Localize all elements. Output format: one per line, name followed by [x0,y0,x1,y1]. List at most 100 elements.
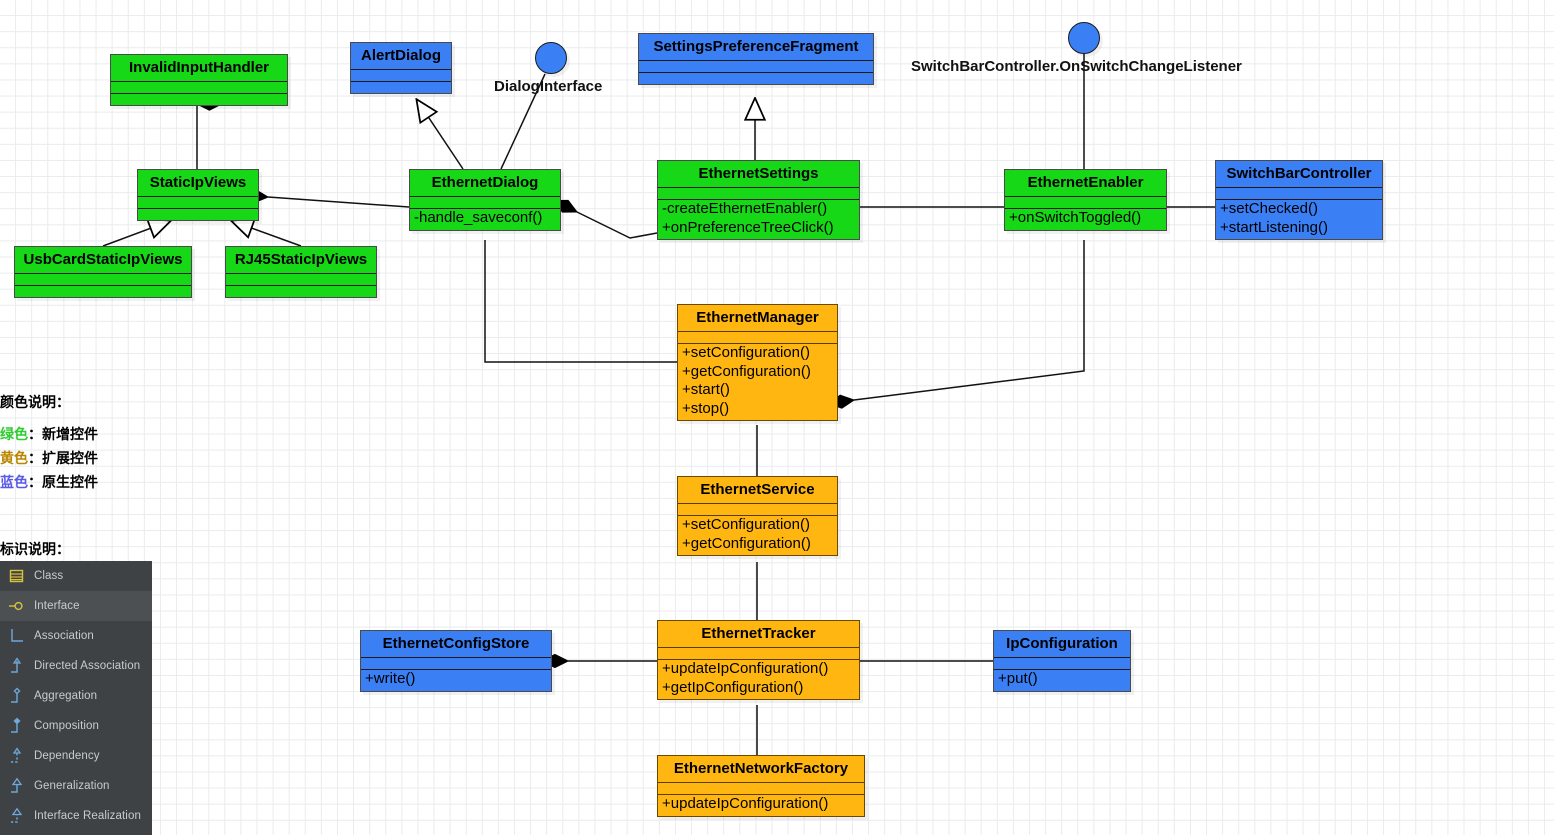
legend-item-label: Generalization [34,780,110,792]
interface-lollipop-DialogInterface[interactable] [535,42,567,74]
class-box-IpConfiguration[interactable]: IpConfiguration +put() [993,630,1131,692]
class-box-EthernetConfigStore[interactable]: EthernetConfigStore +write() [360,630,552,692]
color-legend-row: 绿色：新增控件 [0,424,98,444]
class-name: SwitchBarController [1216,161,1382,188]
legend-item-label: Dependency [34,750,100,762]
class-box-SettingsPreferenceFragment[interactable]: SettingsPreferenceFragment [638,33,874,85]
class-operation: +write() [365,670,416,687]
dependency-icon [8,747,26,765]
interface-realization-icon [8,807,26,825]
class-attributes [639,61,873,73]
class-name: AlertDialog [351,43,451,70]
legend-item-interface[interactable]: Interface [0,591,152,621]
class-attributes [410,197,560,209]
class-box-SwitchBarController[interactable]: SwitchBarController+setChecked()+startLi… [1215,160,1383,240]
class-operation: +getConfiguration() [682,362,811,380]
class-name: EthernetDialog [410,170,560,197]
class-name: SettingsPreferenceFragment [639,34,873,61]
class-attributes [994,658,1130,670]
class-operations [15,286,191,297]
class-box-EthernetDialog[interactable]: EthernetDialog -handle_saveconf() [409,169,561,231]
class-name: UsbCardStaticIpViews [15,247,191,274]
class-operations [111,94,287,105]
class-box-UsbCardStaticIpViews[interactable]: UsbCardStaticIpViews [14,246,192,298]
class-operations: +updateIpConfiguration() [658,795,864,816]
class-box-EthernetNetworkFactory[interactable]: EthernetNetworkFactory +updateIpConfigura… [657,755,865,817]
legend-item-dependency[interactable]: Dependency [0,741,152,771]
class-attributes [138,197,258,209]
class-attributes [226,274,376,286]
class-operations: -handle_saveconf() [410,209,560,230]
class-operations: +setConfiguration()+getConfiguration() [678,516,837,555]
class-box-EthernetManager[interactable]: EthernetManager+setConfiguration()+getCo… [677,304,838,421]
class-name: IpConfiguration [994,631,1130,658]
legend-item-label: Class [34,570,64,582]
association-icon [8,627,26,645]
class-attributes [361,658,551,670]
class-attributes [1005,197,1166,209]
legend-item-generalization[interactable]: Generalization [0,771,152,801]
class-operation: +put() [998,670,1038,687]
class-operations: +updateIpConfiguration()+getIpConfigurat… [658,660,859,699]
class-name: RJ45StaticIpViews [226,247,376,274]
class-attributes [15,274,191,286]
class-box-AlertDialog[interactable]: AlertDialog [350,42,452,94]
class-box-EthernetEnabler[interactable]: EthernetEnabler +onSwitchToggled() [1004,169,1167,231]
generalization-icon [8,777,26,795]
class-name: InvalidInputHandler [111,55,287,82]
class-operations [138,209,258,220]
class-operation: +getIpConfiguration() [662,678,804,696]
class-box-StaticIpViews[interactable]: StaticIpViews [137,169,259,221]
class-operations: -createEthernetEnabler()+onPreferenceTre… [658,200,859,239]
class-operation: +onSwitchToggled() [1009,209,1142,226]
legend-item-class[interactable]: Class [0,561,152,591]
legend-item-association[interactable]: Association [0,621,152,651]
color-legend-text: ：原生控件 [28,474,98,490]
class-operations [351,82,451,93]
legend-item-directed-association[interactable]: Directed Association [0,651,152,681]
class-box-InvalidInputHandler[interactable]: InvalidInputHandler [110,54,288,106]
class-operations [226,286,376,297]
class-name: EthernetTracker [658,621,859,648]
class-operation: +setChecked() [1220,200,1318,217]
legend-item-aggregation[interactable]: Aggregation [0,681,152,711]
class-attributes [678,504,837,516]
class-box-RJ45StaticIpViews[interactable]: RJ45StaticIpViews [225,246,377,298]
class-name: EthernetConfigStore [361,631,551,658]
class-operations: +write() [361,670,551,691]
legend-item-composition[interactable]: Composition [0,711,152,741]
class-operation: +setConfiguration() [682,516,810,533]
class-attributes [351,70,451,82]
class-operation: -handle_saveconf() [414,209,543,226]
class-attributes [111,82,287,94]
class-name: EthernetService [678,477,837,504]
legend-item-label: Interface Realization [34,810,141,822]
legend-item-label: Aggregation [34,690,98,702]
class-box-EthernetService[interactable]: EthernetService +setConfiguration()+getCo… [677,476,838,556]
color-legend-row: 蓝色：原生控件 [0,472,98,492]
class-attributes [658,648,859,660]
legend-item-label: Directed Association [34,660,141,672]
class-operations: +onSwitchToggled() [1005,209,1166,230]
class-box-EthernetTracker[interactable]: EthernetTracker +updateIpConfiguration()+… [657,620,860,700]
legend-item-interface-realization[interactable]: Interface Realization [0,801,152,831]
legend-item-label: Interface [34,600,80,612]
class-attributes [678,332,837,344]
class-operation: +stop() [682,399,730,417]
interface-label: DialogInterface [494,78,603,95]
class-name: EthernetNetworkFactory [658,756,864,783]
color-legend-row: 黄色：扩展控件 [0,448,98,468]
notation-legend-heading: 标识说明： [0,541,70,557]
class-box-EthernetSettings[interactable]: EthernetSettings-createEthernetEnabler()… [657,160,860,240]
class-operations: +setConfiguration()+getConfiguration()+s… [678,344,837,420]
class-name: EthernetEnabler [1005,170,1166,197]
interface-lollipop-SwitchBarController.OnSwitchChangeListener[interactable] [1068,22,1100,54]
class-operation: +updateIpConfiguration() [662,660,829,677]
color-legend-swatch-label: 绿色 [0,426,28,442]
class-operation: +start() [682,381,730,398]
class-icon [8,567,26,585]
class-operation: +onPreferenceTreeClick() [662,218,834,236]
legend-item-label: Association [34,630,94,642]
interface-label: SwitchBarController.OnSwitchChangeListen… [911,58,1242,75]
